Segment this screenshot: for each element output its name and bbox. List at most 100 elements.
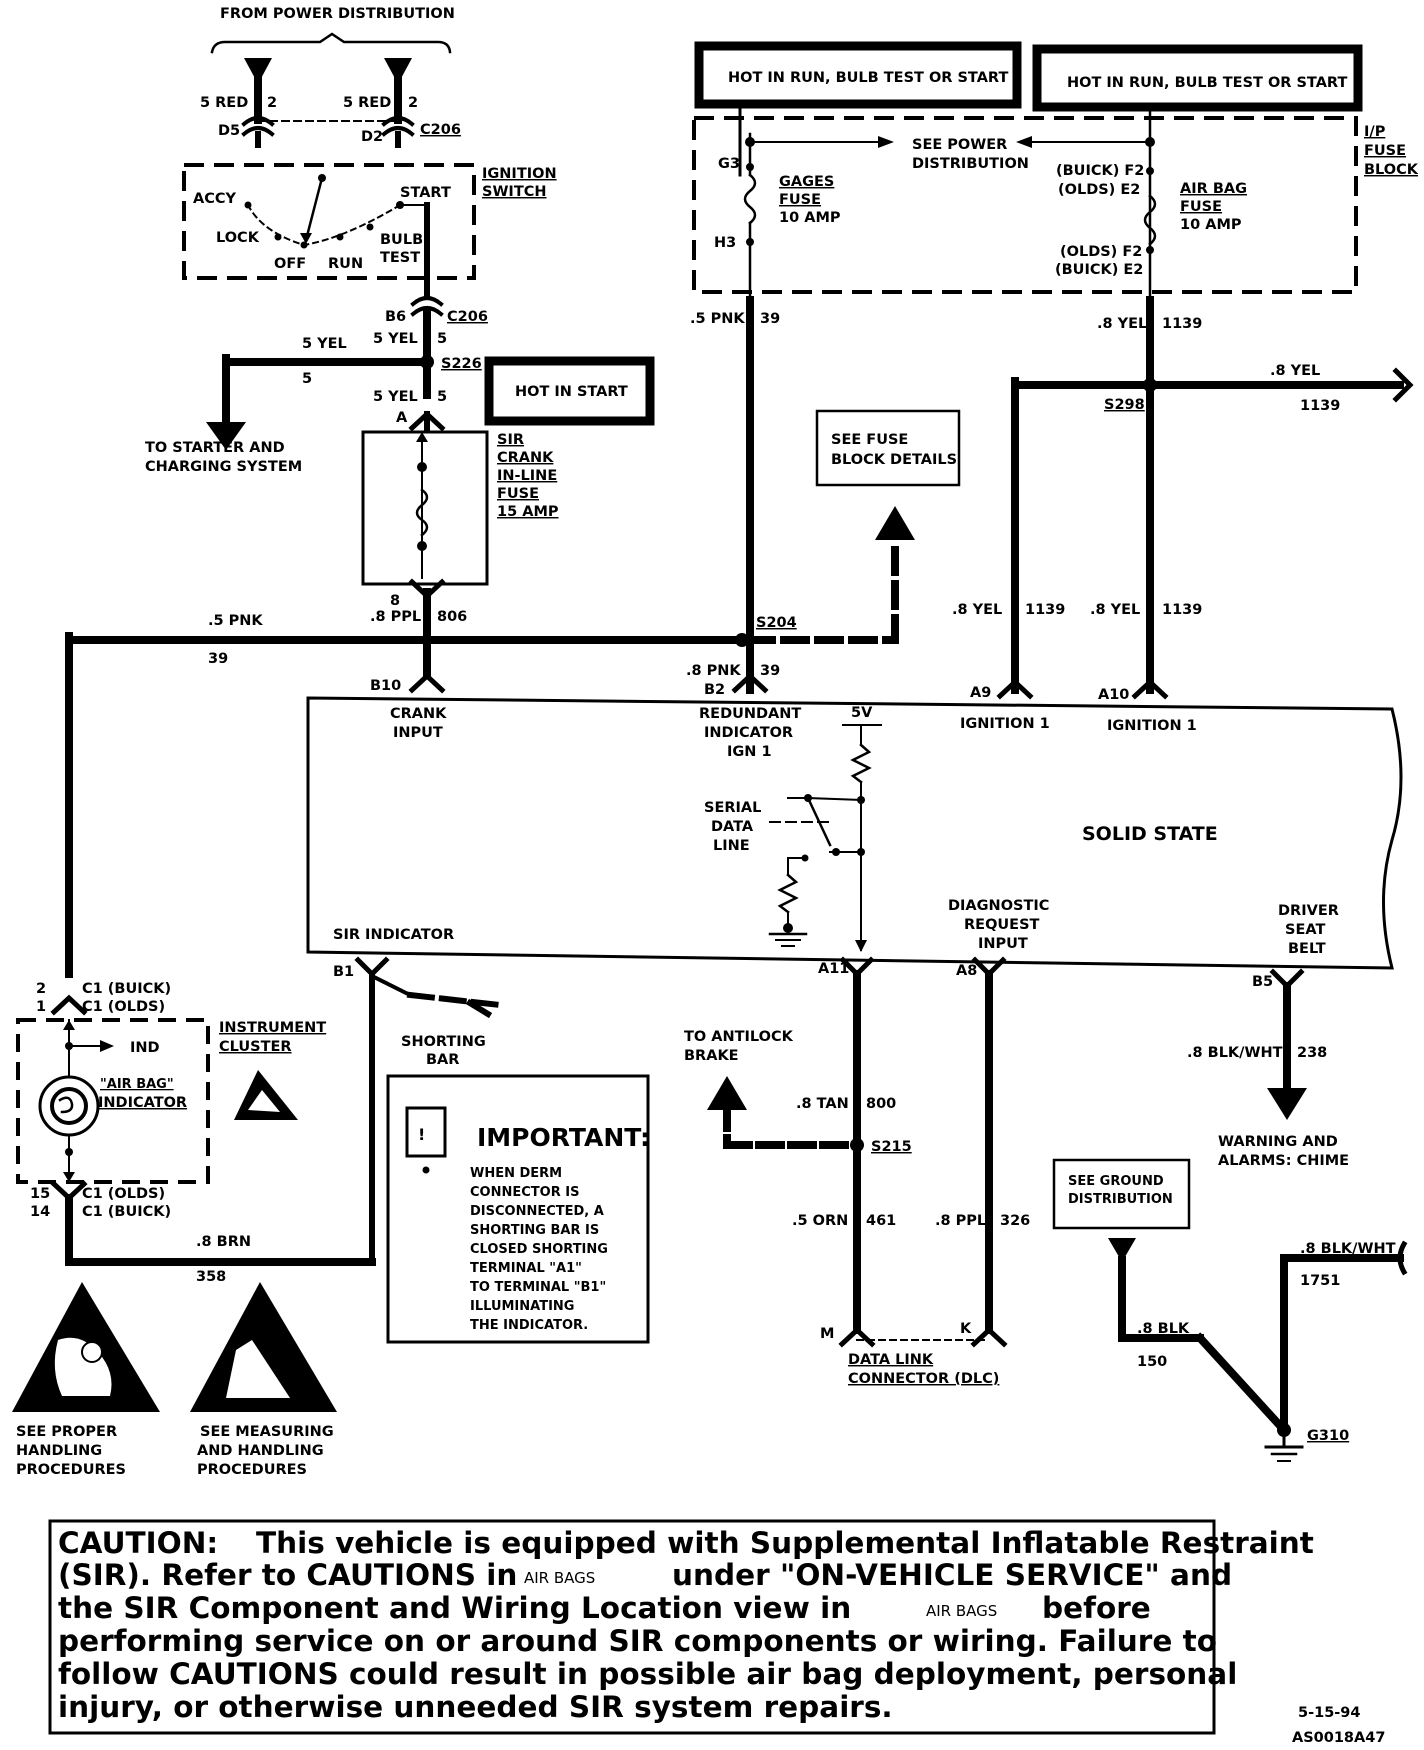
wire-8-blk-wht: .8 BLK/WHT — [1187, 1045, 1283, 1061]
document-id: AS0018A47 — [1292, 1730, 1385, 1746]
airbag-fuse-label: 10 AMP — [1180, 217, 1242, 233]
circuit-1139: 1139 — [1162, 602, 1202, 618]
pin-label: 5 — [437, 389, 447, 405]
splice-s298-label: S298 — [1104, 397, 1145, 413]
data-link-section: A11 A8 TO ANTILOCK BRAKE S215 .8 TAN 800… — [684, 956, 1030, 1387]
airbag-fuse-label: AIR BAG — [1180, 181, 1247, 197]
hot-in-run-box-1 — [694, 41, 1022, 109]
circuit-1139: 1139 — [1025, 602, 1065, 618]
see-power-label: DISTRIBUTION — [912, 156, 1029, 172]
handling-label: SEE PROPER — [16, 1424, 117, 1440]
fuse-pin-label: (OLDS) E2 — [1058, 182, 1140, 198]
serial-data-label: LINE — [713, 838, 750, 854]
pin-label: 1 — [36, 999, 46, 1015]
splice-s204 — [735, 633, 749, 647]
airbag-indicator-label: "AIR BAG" — [100, 1077, 174, 1092]
pin-label: B10 — [370, 678, 401, 694]
caution-text: follow CAUTIONS could result in possible… — [58, 1657, 1237, 1691]
power-distribution-label: FROM POWER DISTRIBUTION — [220, 6, 455, 22]
driver-seat-belt-label: BELT — [1288, 941, 1326, 957]
wire-5-pnk: .5 PNK — [690, 311, 745, 327]
wire-8-yel: .8 YEL — [1090, 602, 1140, 618]
ignition-switch-label: SWITCH — [482, 184, 547, 200]
caution-text: the SIR Component and Wiring Location vi… — [58, 1591, 851, 1625]
fuse-pin-label: (BUICK) E2 — [1055, 262, 1143, 278]
instrument-cluster-label: INSTRUMENT — [219, 1020, 326, 1036]
driver-seat-belt-label: DRIVER — [1278, 903, 1339, 919]
circuit-806: 806 — [437, 609, 467, 625]
important-heading: IMPORTANT: — [477, 1123, 650, 1152]
switch-position: RUN — [328, 256, 363, 272]
wire-8-blk: .8 BLK — [1137, 1321, 1190, 1337]
pin-label: 5 — [302, 371, 312, 387]
serial-data-label: DATA — [711, 819, 754, 835]
airbag-fuse-label: FUSE — [1180, 199, 1222, 215]
dlc-label: DATA LINK — [848, 1352, 934, 1368]
circuit-39: 39 — [208, 651, 228, 667]
pin-label: K — [960, 1321, 972, 1337]
pin-label: 8 — [390, 593, 400, 609]
pin-label: G3 — [718, 156, 740, 172]
wire-8-ppl: .8 PPL — [370, 609, 421, 625]
ignition-1-label: IGNITION 1 — [960, 716, 1050, 732]
pin-label: 15 — [30, 1186, 50, 1202]
sir-fuse-label: 15 AMP — [497, 504, 559, 520]
sir-fuse-label: SIR — [497, 432, 524, 448]
ignition-switch-box — [182, 163, 476, 280]
starter-label: CHARGING SYSTEM — [145, 459, 302, 475]
dlc-label: CONNECTOR (DLC) — [848, 1371, 999, 1387]
wire-8-yel: .8 YEL — [1270, 363, 1320, 379]
gages-fuse-label: GAGES — [779, 174, 834, 190]
redundant-indicator-label: INDICATOR — [704, 725, 793, 741]
ignition-1-label: IGNITION 1 — [1107, 718, 1197, 734]
switch-position: OFF — [274, 256, 306, 272]
pin-label: B1 — [333, 964, 354, 980]
ip-fuse-block-label: FUSE — [1364, 143, 1406, 159]
wire-8-yel: .8 YEL — [952, 602, 1002, 618]
hot-in-start-box — [484, 356, 655, 426]
pin-label: 2 — [36, 981, 46, 997]
switch-position: TEST — [380, 250, 420, 266]
wire-8-tan: .8 TAN — [796, 1096, 849, 1112]
shorting-bar-label: BAR — [426, 1052, 459, 1068]
important-box — [386, 1074, 650, 1344]
important-text: TERMINAL "A1" — [470, 1261, 582, 1276]
sir-fuse-label: CRANK — [497, 450, 554, 466]
caution-text: injury, or otherwise unneeded SIR system… — [58, 1690, 893, 1724]
circuit-150: 150 — [1137, 1354, 1167, 1370]
ip-fuse-block-label: BLOCK — [1364, 162, 1419, 178]
handling-label: HANDLING — [16, 1443, 102, 1459]
driver-seat-belt-label: SEAT — [1285, 922, 1325, 938]
pin-label: B2 — [704, 682, 725, 698]
caution-text: performing service on or around SIR comp… — [58, 1624, 1217, 1658]
sir-fuse-label: FUSE — [497, 486, 539, 502]
wire-5-red-right: 5 RED — [343, 95, 391, 111]
chime-label: WARNING AND — [1218, 1134, 1338, 1150]
circuit-358: 358 — [196, 1269, 226, 1285]
handling-label: PROCEDURES — [16, 1462, 126, 1478]
see-ground-distribution-box — [1052, 1158, 1191, 1230]
diagnostic-request-label: DIAGNOSTIC — [948, 898, 1049, 914]
measuring-handling-icon — [190, 1282, 337, 1412]
splice-s215 — [850, 1138, 864, 1152]
pin-label: D5 — [218, 123, 240, 139]
ip-fuse-block-label: I/P — [1364, 124, 1386, 140]
pin-label: H3 — [714, 235, 736, 251]
circuit-1139: 1139 — [1162, 316, 1202, 332]
pin-label: 2 — [408, 95, 418, 111]
redundant-indicator-label: REDUNDANT — [699, 706, 801, 722]
caution-frame — [48, 1519, 1216, 1735]
wire-8-blk-wht: .8 BLK/WHT — [1300, 1241, 1396, 1257]
ignition-section: FROM POWER DISTRIBUTION 5 RED 2 D5 5 RED… — [145, 6, 655, 694]
starter-label: TO STARTER AND — [145, 440, 285, 456]
circuit-39-wiring: .5 PNK 39 — [65, 613, 744, 978]
fuse-pin-label: (OLDS) F2 — [1060, 244, 1142, 260]
diagnostic-request-label: REQUEST — [964, 917, 1040, 933]
pin-label: 5 — [437, 331, 447, 347]
connector-c1-label: C1 (BUICK) — [82, 981, 171, 997]
date-code: 5-15-94 — [1298, 1705, 1360, 1721]
wire-5-pnk: .5 PNK — [208, 613, 263, 629]
connector-c1-label: C1 (OLDS) — [82, 1186, 165, 1202]
splice-s226-label: S226 — [441, 356, 482, 372]
pin-label: A11 — [818, 961, 849, 977]
